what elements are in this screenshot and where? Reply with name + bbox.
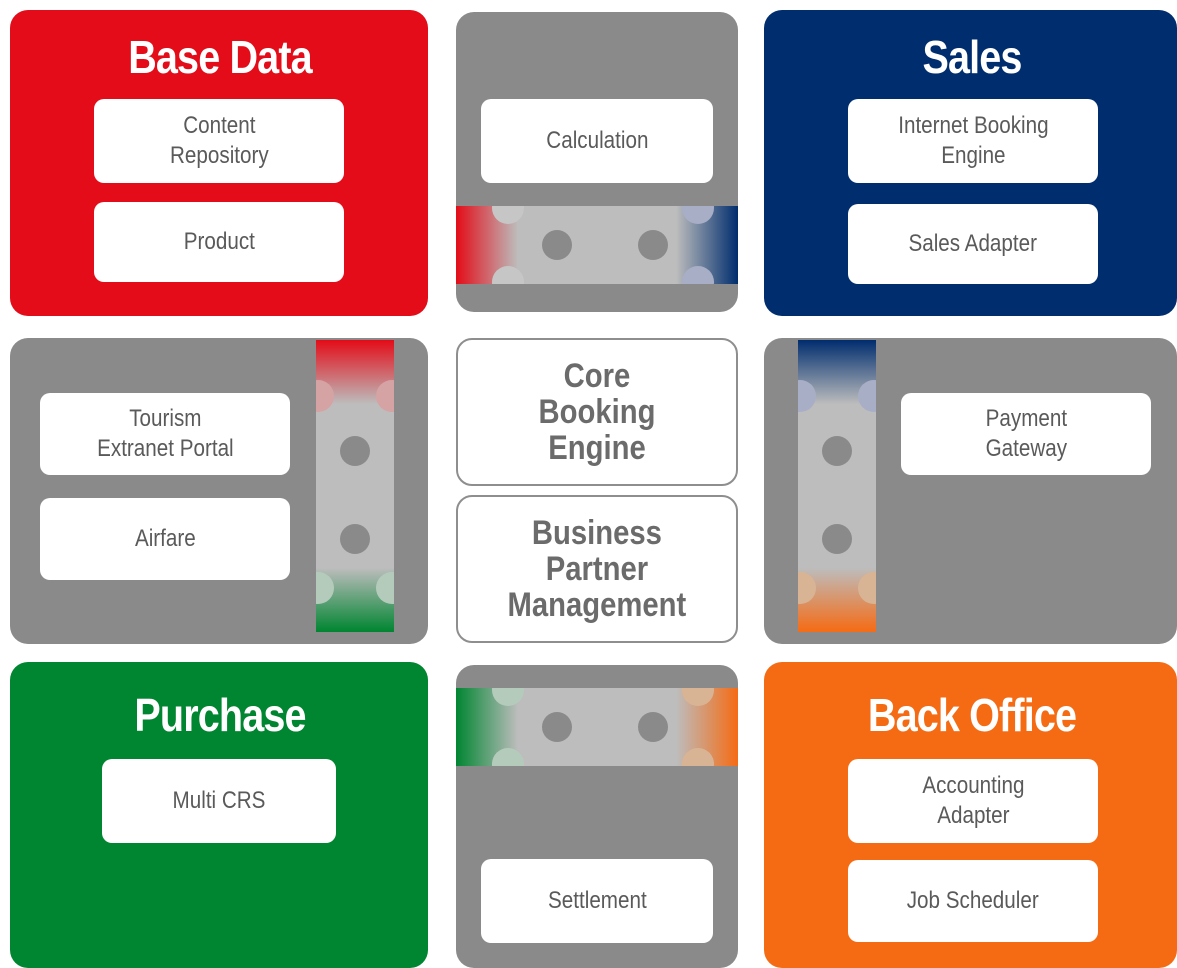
puzzle-piece-icon: [590, 688, 622, 706]
module-label: Job Scheduler: [907, 887, 1039, 914]
module-label: Payment Gateway: [985, 405, 1067, 462]
connector-sales-back-office: [798, 340, 876, 632]
payment-gateway-module[interactable]: Payment Gateway: [901, 393, 1151, 475]
back-office-title: Back Office: [867, 689, 1077, 741]
puzzle-socket-icon: [542, 230, 572, 260]
core-booking-engine[interactable]: Core Booking Engine: [456, 338, 738, 486]
puzzle-socket-icon: [638, 230, 668, 260]
module-label: Internet Booking Engine: [897, 112, 1049, 169]
puzzle-piece-icon: [316, 480, 334, 512]
puzzle-piece-icon: [798, 480, 816, 512]
puzzle-piece-icon: [858, 380, 876, 412]
business-partner-management[interactable]: Business Partner Management: [456, 495, 738, 643]
puzzle-socket-icon: [340, 436, 370, 466]
sales-title: Sales: [922, 31, 1022, 83]
puzzle-piece-icon: [682, 206, 714, 224]
puzzle-piece-icon: [316, 572, 334, 604]
connector-base-data-purchase: [316, 340, 394, 632]
module-label: Multi CRS: [172, 787, 266, 814]
module-label: Settlement: [547, 887, 647, 914]
puzzle-piece-icon: [590, 206, 622, 224]
puzzle-piece-icon: [798, 572, 816, 604]
tourism-extranet-portal-module[interactable]: Tourism Extranet Portal: [40, 393, 290, 475]
internet-booking-engine-module[interactable]: Internet Booking Engine: [848, 99, 1098, 183]
puzzle-piece-icon: [316, 380, 334, 412]
puzzle-piece-icon: [682, 748, 714, 766]
sales-adapter-module[interactable]: Sales Adapter: [848, 204, 1098, 284]
settlement-module[interactable]: Settlement: [481, 859, 713, 943]
module-label: Calculation: [545, 127, 649, 154]
job-scheduler-module[interactable]: Job Scheduler: [848, 860, 1098, 942]
module-label: Content Repository: [169, 112, 269, 169]
puzzle-piece-icon: [376, 572, 394, 604]
puzzle-piece-icon: [798, 380, 816, 412]
puzzle-piece-icon: [858, 480, 876, 512]
content-repository-module[interactable]: Content Repository: [94, 99, 344, 183]
module-label: Sales Adapter: [908, 230, 1038, 257]
puzzle-piece-icon: [376, 380, 394, 412]
puzzle-socket-icon: [340, 524, 370, 554]
product-module[interactable]: Product: [94, 202, 344, 282]
airfare-module[interactable]: Airfare: [40, 498, 290, 580]
puzzle-piece-icon: [590, 748, 622, 766]
module-label: Airfare: [134, 525, 196, 552]
connector-base-data-sales: [456, 206, 738, 284]
core-label: Business Partner Management: [507, 514, 687, 624]
accounting-adapter-module[interactable]: Accounting Adapter: [848, 759, 1098, 843]
puzzle-piece-icon: [858, 572, 876, 604]
module-label: Accounting Adapter: [921, 772, 1025, 829]
puzzle-piece-icon: [376, 480, 394, 512]
core-label: Core Booking Engine: [538, 357, 656, 467]
multi-crs-module[interactable]: Multi CRS: [102, 759, 336, 843]
connector-purchase-back-office: [456, 688, 738, 766]
puzzle-socket-icon: [638, 712, 668, 742]
module-label: Tourism Extranet Portal: [96, 405, 234, 462]
puzzle-socket-icon: [822, 436, 852, 466]
base-data-title: Base Data: [128, 31, 312, 83]
puzzle-socket-icon: [542, 712, 572, 742]
puzzle-piece-icon: [492, 266, 524, 284]
puzzle-piece-icon: [492, 688, 524, 706]
puzzle-piece-icon: [492, 748, 524, 766]
puzzle-piece-icon: [492, 206, 524, 224]
module-label: Product: [183, 228, 255, 255]
puzzle-piece-icon: [682, 266, 714, 284]
puzzle-piece-icon: [682, 688, 714, 706]
puzzle-piece-icon: [590, 266, 622, 284]
puzzle-socket-icon: [822, 524, 852, 554]
calculation-module[interactable]: Calculation: [481, 99, 713, 183]
purchase-title: Purchase: [134, 689, 306, 741]
